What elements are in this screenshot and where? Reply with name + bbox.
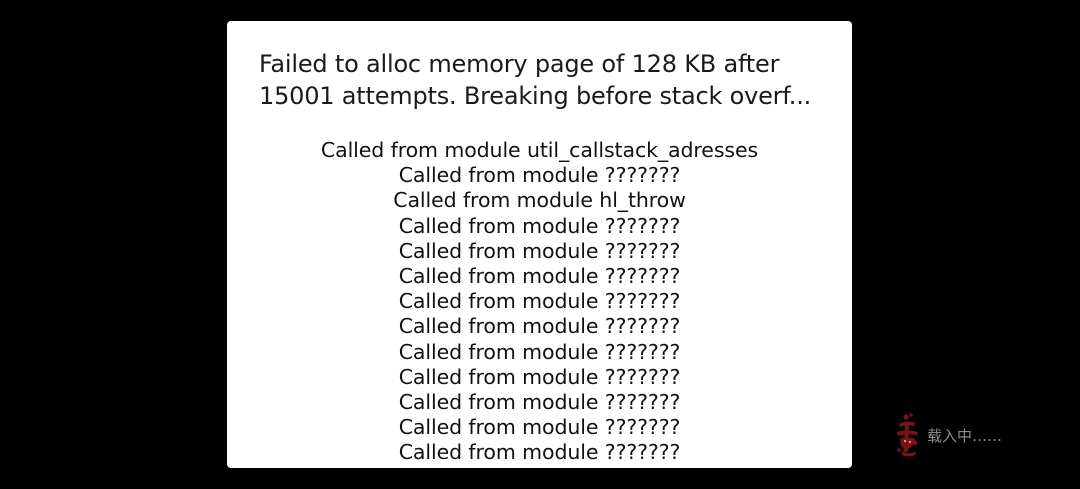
- call-stack-line: Called from module ???????: [398, 289, 681, 314]
- error-message-line-2: 15001 attempts. Breaking before stack ov…: [259, 82, 812, 110]
- error-message-line-1: Failed to alloc memory page of 128 KB af…: [259, 50, 780, 78]
- call-stack-line: Called from module ???????: [398, 440, 681, 465]
- call-stack-list: Called from module util_callstack_adress…: [227, 138, 852, 466]
- call-stack-line: Called from module ???????: [398, 238, 681, 263]
- call-stack-line: Called from module ???????: [398, 213, 681, 238]
- call-stack-line: Called from module ???????: [398, 415, 681, 440]
- red-ink-character-icon: [897, 413, 918, 457]
- call-stack-line: Called from module ???????: [398, 364, 681, 389]
- call-stack-line: Called from module ???????: [398, 264, 681, 289]
- call-stack-line: Called from module util_callstack_adress…: [320, 138, 759, 162]
- call-stack-line: Called from module ???????: [398, 390, 681, 415]
- call-stack-line: Called from module hl_throw: [393, 188, 686, 213]
- loading-indicator: 载入中……: [893, 408, 1043, 460]
- call-stack-line: Called from module ???????: [398, 163, 681, 188]
- error-dialog: Failed to alloc memory page of 128 KB af…: [227, 21, 852, 468]
- call-stack-line: Called from module ???????: [398, 314, 681, 339]
- call-stack-line: Called from module ???????: [398, 339, 681, 364]
- loading-text: 载入中……: [927, 427, 1003, 445]
- error-message: Failed to alloc memory page of 128 KB af…: [259, 48, 834, 112]
